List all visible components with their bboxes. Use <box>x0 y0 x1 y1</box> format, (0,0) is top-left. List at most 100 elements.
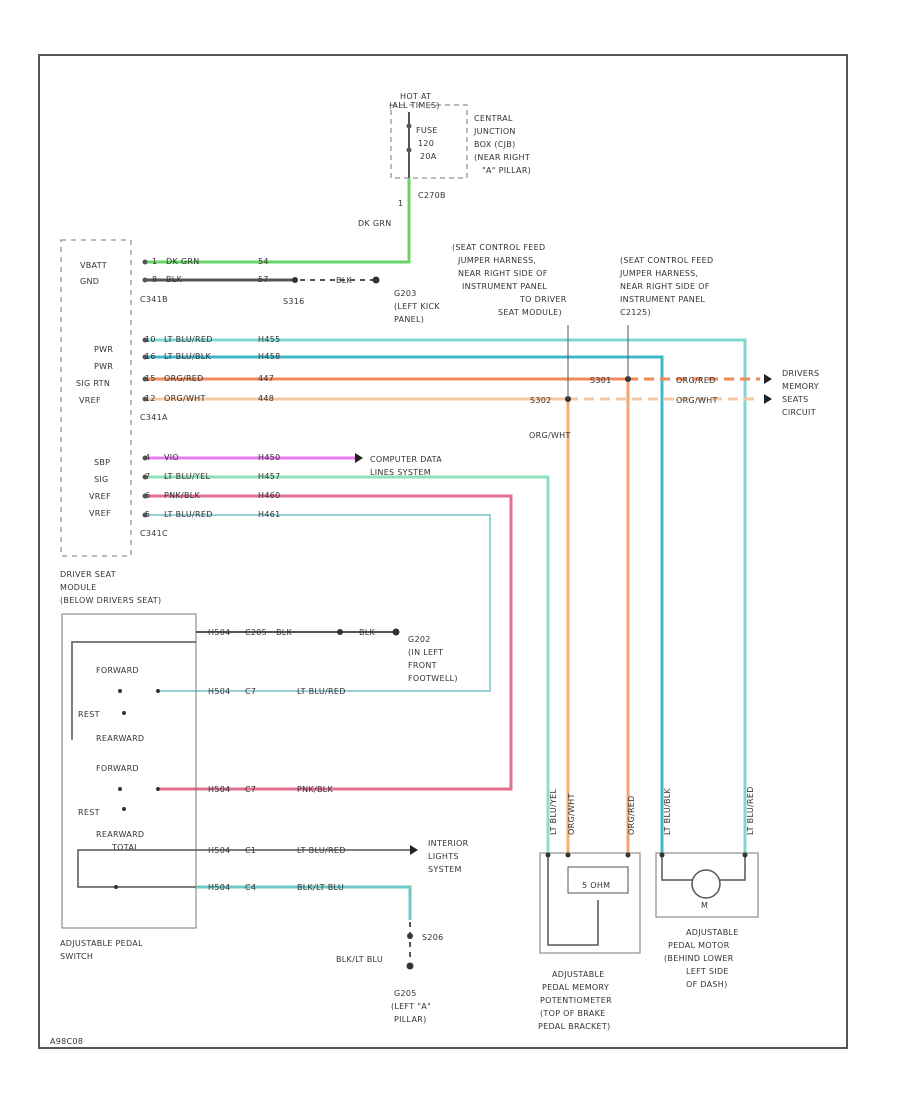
switch-row3-color: LT BLU/RED <box>297 846 346 855</box>
wire-vref2-pin: 5 <box>145 510 150 519</box>
wire-pwr1-color: LT BLU/RED <box>164 335 213 344</box>
fuse-pin: 1 <box>398 199 403 208</box>
potentiometer-outline <box>539 852 641 954</box>
pin-vref: VREF <box>79 396 101 405</box>
switch-ground-wire2: BLK <box>359 628 376 637</box>
motor-title-5: OF DASH) <box>686 980 728 989</box>
switch-row2-conn: H504 <box>208 785 231 794</box>
jumper-right-3: NEAR RIGHT SIDE OF <box>620 282 710 291</box>
pot-inner-label: 5 OHM <box>582 881 610 890</box>
wire-sig <box>145 475 550 855</box>
cjb-label-3: BOX (CJB) <box>474 140 516 149</box>
cjb-label-1: CENTRAL <box>474 114 513 123</box>
cjb-outline <box>390 104 468 179</box>
connector-c341a: C341A <box>140 413 168 422</box>
g205-label-2: (LEFT "A" <box>391 1002 431 1011</box>
motor-symbol <box>691 869 721 899</box>
switch-rest-1: REST <box>78 710 100 719</box>
switch-title-1: ADJUSTABLE PEDAL <box>60 939 143 948</box>
wire-right-orgred: ORG/RED <box>676 376 716 385</box>
jumper-left-5: TO DRIVER <box>519 295 567 304</box>
wire-sbp-pin: 4 <box>145 453 150 462</box>
adjustable-pedal-switch: H504 C205 BLK BLK G202 (IN LEFT FRONT FO… <box>60 613 458 961</box>
computer-data-2: LINES SYSTEM <box>370 468 431 477</box>
cjb-label-4: (NEAR RIGHT <box>474 153 530 162</box>
motor-outline <box>655 852 759 918</box>
pot-wiper <box>547 855 599 946</box>
wire-vbatt-color: DK GRN <box>166 257 200 266</box>
switch-ground-color: BLK <box>276 628 293 637</box>
wire-vref2-color: LT BLU/RED <box>164 510 213 519</box>
switch-ground-bus <box>71 641 196 740</box>
switch-rest-2: REST <box>78 808 100 817</box>
potentiometer-resistor <box>567 866 629 894</box>
wire-sigrtn-circuit: 447 <box>258 374 274 383</box>
central-junction-box: HOT AT (ALL TIMES) FUSE 120 20A CENTRAL … <box>358 92 531 228</box>
wire-sbp-circuit: H450 <box>258 453 281 462</box>
pin-sig: SIG <box>94 475 109 484</box>
wire-vbatt <box>145 178 411 264</box>
switch-row1-color: LT BLU/RED <box>297 687 346 696</box>
fuse-wire-color: DK GRN <box>358 219 392 228</box>
motor-wire-label-1: LT BLU/BLK <box>663 787 672 835</box>
motor-wire-label-2: LT BLU/RED <box>746 786 755 835</box>
g202-label-4: FOOTWELL) <box>408 674 458 683</box>
pin-pwr-2: PWR <box>94 362 113 371</box>
wire-right-orgwht: ORG/WHT <box>676 396 718 405</box>
wire-vref1-color: PNK/BLK <box>164 491 200 500</box>
pot-title-1: ADJUSTABLE <box>552 970 605 979</box>
switch-row4-pin: C4 <box>245 883 256 892</box>
splice-s302: S302 <box>530 396 552 405</box>
g203-label-2: (LEFT KICK <box>394 302 440 311</box>
g203-label-3: PANEL) <box>394 315 424 324</box>
driver-seat-module: VBATT GND C341B PWR PWR SIG RTN VREF C34… <box>60 239 168 605</box>
motor-title-4: LEFT SIDE <box>686 967 729 976</box>
wire-pwr1-pin: 10 <box>145 335 156 344</box>
pin-pwr-1: PWR <box>94 345 113 354</box>
switch-row4-conn: H504 <box>208 883 231 892</box>
wire-sigrtn-color: ORG/RED <box>164 374 204 383</box>
switch-row3-pin: C1 <box>245 846 256 855</box>
pot-title-2: PEDAL MEMORY <box>542 983 609 992</box>
jumper-left-3: NEAR RIGHT SIDE OF <box>458 269 548 278</box>
pin-sig-rtn: SIG RTN <box>76 379 110 388</box>
switch-row2-pin: C7 <box>245 785 256 794</box>
switch-total: TOTAL <box>111 843 139 852</box>
fuse-connector: C270B <box>418 191 446 200</box>
pot-wire-label-3: ORG/RED <box>627 795 636 835</box>
wire-pwr2-circuit: H458 <box>258 352 281 361</box>
connector-c341b: C341B <box>140 295 168 304</box>
jumper-right-2: JUMPER HARNESS, <box>619 269 698 278</box>
splice-s206: S206 <box>422 933 444 942</box>
splice-s301: S301 <box>590 376 612 385</box>
wire-pwr2-pin: 16 <box>145 352 156 361</box>
jumper-harness-left: (SEAT CONTROL FEED JUMPER HARNESS, NEAR … <box>452 243 567 317</box>
jumper-left-1: (SEAT CONTROL FEED <box>452 243 545 252</box>
switch-forward-2: FORWARD <box>96 764 139 773</box>
g202-label-3: FRONT <box>408 661 437 670</box>
wire-vref1-pin: 6 <box>145 491 150 500</box>
module-outline <box>60 239 132 557</box>
switch-forward-1: FORWARD <box>96 666 139 675</box>
motor-title-1: ADJUSTABLE <box>686 928 739 937</box>
wire-vref2-circuit: H461 <box>258 510 281 519</box>
g202-label-2: (IN LEFT <box>408 648 443 657</box>
interior-lights-1: INTERIOR <box>428 839 469 848</box>
footer-code: A98C08 <box>50 1037 83 1046</box>
jumper-right-4: INSTRUMENT PANEL <box>620 295 705 304</box>
interior-lights-2: LIGHTS <box>428 852 459 861</box>
wire-gnd-pin: 8 <box>152 275 157 284</box>
wire-sig-circuit: H457 <box>258 472 281 481</box>
module-title-1: DRIVER SEAT <box>60 570 116 579</box>
switch-rearward-1: REARWARD <box>96 734 144 743</box>
wire-pwr-1 <box>145 338 747 855</box>
wire-vbatt-circuit: 54 <box>258 257 269 266</box>
hot-at-panel: (ALL TIMES) <box>389 101 440 110</box>
fuse-amps: 20A <box>420 152 437 161</box>
pot-title-3: POTENTIOMETER <box>540 996 612 1005</box>
switch-row4-color: BLK/LT BLU <box>297 883 344 892</box>
jumper-left-6: SEAT MODULE) <box>498 308 562 317</box>
cjb-label-2: JUNCTION <box>473 127 516 136</box>
splice-s316: S316 <box>283 297 305 306</box>
